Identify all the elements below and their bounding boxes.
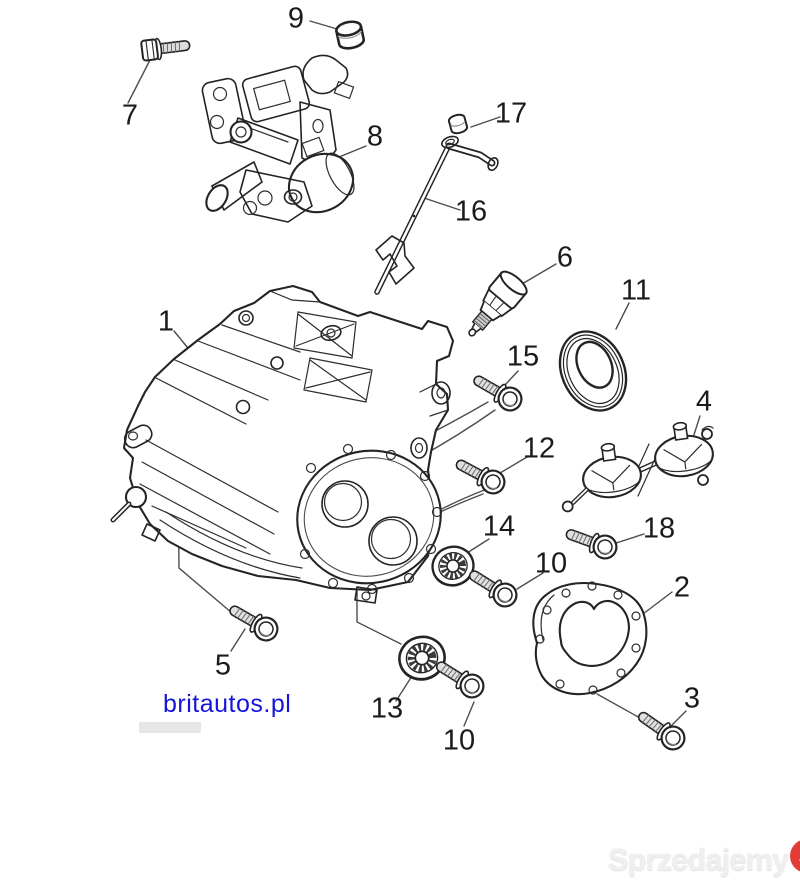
- callout-14: 14: [482, 510, 516, 543]
- callout-15: 15: [506, 340, 540, 373]
- callout-3: 3: [683, 682, 701, 715]
- part-17-bush-drawing: [447, 113, 469, 135]
- part-1-housing-drawing: [110, 284, 455, 604]
- part-8-shift-mechanism-drawing: [201, 54, 355, 223]
- part-3-bolt-drawing: [631, 704, 690, 755]
- callout-12: 12: [522, 432, 556, 465]
- callout-5: 5: [214, 649, 232, 682]
- callout-11: 11: [620, 274, 652, 307]
- marketplace-pl-badge-icon: .pl: [790, 839, 800, 873]
- housing-end-cover-drawing: [296, 443, 443, 604]
- callout-4: 4: [695, 385, 713, 418]
- callout-9: 9: [287, 2, 305, 35]
- callout-8: 8: [366, 120, 384, 153]
- part-7-bolt-drawing: [140, 37, 191, 62]
- part-6-switch-drawing: [468, 270, 528, 337]
- part-13-bearing-drawing: [395, 632, 450, 685]
- part-9-cap-drawing: [335, 20, 365, 50]
- callout-10a: 10: [534, 547, 568, 580]
- artifact-smudge: [139, 722, 201, 733]
- callout-17: 17: [494, 97, 528, 130]
- part-4-cups-drawing: [561, 421, 714, 513]
- part-18-bolt-drawing: [561, 521, 621, 563]
- callout-7: 7: [121, 99, 139, 132]
- callout-18: 18: [642, 512, 676, 545]
- part-10b-bolt-drawing: [430, 653, 489, 703]
- callout-10b: 10: [442, 724, 476, 757]
- marketplace-logo: Sprzedajemy .pl: [608, 839, 800, 878]
- part-11-seal-drawing: [558, 330, 628, 412]
- part-10a-bolt-drawing: [463, 562, 522, 612]
- callout-2: 2: [673, 571, 691, 604]
- site-watermark: britautos.pl: [163, 690, 292, 718]
- part-2-gasket-drawing: [532, 581, 648, 696]
- callout-6: 6: [556, 241, 574, 274]
- part-12-bolt-drawing: [450, 451, 510, 499]
- callout-16: 16: [454, 195, 488, 228]
- callout-1: 1: [157, 305, 175, 338]
- part-5-bolt-drawing: [223, 597, 283, 646]
- callout-13: 13: [370, 692, 404, 725]
- part-16-selector-rod-drawing: [374, 135, 499, 295]
- marketplace-logo-text: Sprzedajemy: [608, 842, 789, 877]
